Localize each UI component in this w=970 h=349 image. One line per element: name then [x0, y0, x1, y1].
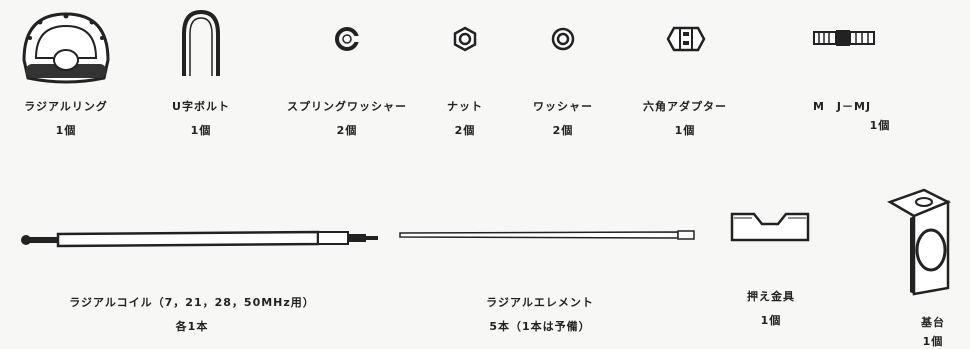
u-bolt-qty: 1個 — [190, 124, 212, 137]
spring-washer-figure — [334, 26, 360, 52]
nut-qty: 2個 — [454, 124, 476, 137]
mj-mj-name: M J－MJ — [812, 100, 872, 113]
washer-name: ワッシャー — [533, 100, 593, 113]
washer-qty: 2個 — [552, 124, 574, 137]
spring-washer-name: スプリングワッシャー — [287, 100, 407, 113]
washer-figure — [550, 26, 576, 52]
base-qty: 1個 — [922, 335, 944, 348]
mj-mj-figure — [812, 28, 876, 48]
clamp-name: 押え金具 — [747, 290, 795, 303]
mj-mj-qty: 1個 — [869, 119, 891, 132]
radial-ring-name: ラジアルリング — [24, 100, 108, 113]
nut-figure — [452, 26, 478, 52]
hex-adapter-qty: 1個 — [674, 124, 696, 137]
radial-coil-figure — [18, 226, 380, 250]
radial-element-figure — [398, 228, 698, 242]
radial-element-name: ラジアルエレメント — [486, 296, 594, 309]
clamp-figure — [728, 206, 812, 246]
clamp-qty: 1個 — [760, 314, 782, 327]
hex-adapter-figure — [666, 24, 706, 54]
base-name: 基台 — [921, 316, 945, 329]
radial-ring-qty: 1個 — [55, 124, 77, 137]
radial-element-qty: 5本（1本は予備） — [489, 320, 591, 333]
radial-coil-qty: 各1本 — [175, 320, 209, 333]
spring-washer-qty: 2個 — [336, 124, 358, 137]
u-bolt-name: U字ボルト — [172, 100, 230, 113]
nut-name: ナット — [447, 100, 483, 113]
radial-ring-figure — [18, 8, 114, 86]
u-bolt-figure — [176, 8, 226, 78]
base-figure — [886, 188, 958, 298]
radial-coil-name: ラジアルコイル（7，21，28，50MHz用） — [69, 296, 315, 309]
hex-adapter-name: 六角アダプター — [643, 100, 727, 113]
